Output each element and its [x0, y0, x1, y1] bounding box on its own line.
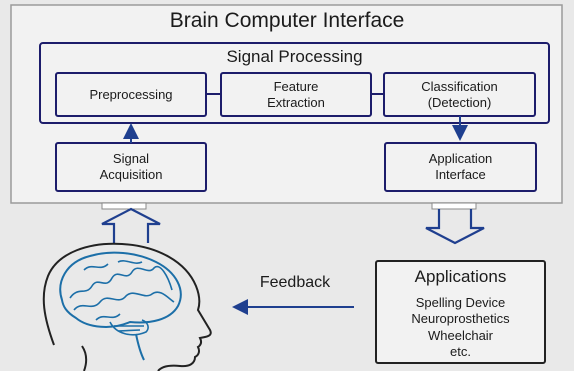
applications-item: Spelling Device — [415, 295, 506, 310]
feature-extraction-label: Feature Extraction — [221, 79, 371, 110]
classification-line-1: Classification — [421, 79, 498, 94]
input-port-plate — [101, 202, 147, 210]
output-port-plate — [431, 202, 477, 210]
brain-stem — [135, 333, 145, 361]
head-icon — [42, 242, 212, 371]
hollow-arrow-down — [425, 209, 485, 245]
signal-acquisition-line-2: Acquisition — [99, 166, 163, 182]
applications-box — [375, 260, 546, 364]
application-interface-line-1: Application — [428, 151, 493, 166]
preprocessing-label: Preprocessing — [89, 87, 173, 102]
brain-gyri — [69, 260, 175, 321]
application-interface-label: Application Interface — [385, 151, 536, 182]
signal-acquisition-line-1: Signal — [112, 151, 150, 166]
brain-outline — [59, 251, 182, 328]
cerebellum — [109, 319, 149, 336]
feature-extraction-line-2: Extraction — [267, 94, 325, 110]
application-interface-line-2: Interface — [435, 166, 486, 182]
application-interface-box — [384, 142, 537, 192]
applications-list: Spelling Device Neuroprosthetics Wheelch… — [376, 295, 545, 360]
applications-item: Neuroprosthetics — [411, 311, 510, 327]
signal-processing-title: Signal Processing — [226, 47, 363, 66]
neck-line — [81, 345, 88, 371]
classification-line-2: (Detection) — [427, 94, 492, 110]
applications-item: Wheelchair — [427, 327, 494, 343]
classification-label: Classification (Detection) — [384, 79, 535, 110]
diagram-title: Brain Computer Interface — [169, 9, 405, 32]
feedback-label: Feedback — [259, 274, 331, 291]
applications-item: etc. — [450, 343, 471, 359]
head-outline — [42, 242, 212, 371]
applications-title: Applications — [414, 267, 507, 286]
signal-acquisition-label: Signal Acquisition — [56, 151, 206, 182]
hollow-arrow-up — [101, 207, 161, 243]
feature-extraction-line-1: Feature — [273, 79, 319, 94]
